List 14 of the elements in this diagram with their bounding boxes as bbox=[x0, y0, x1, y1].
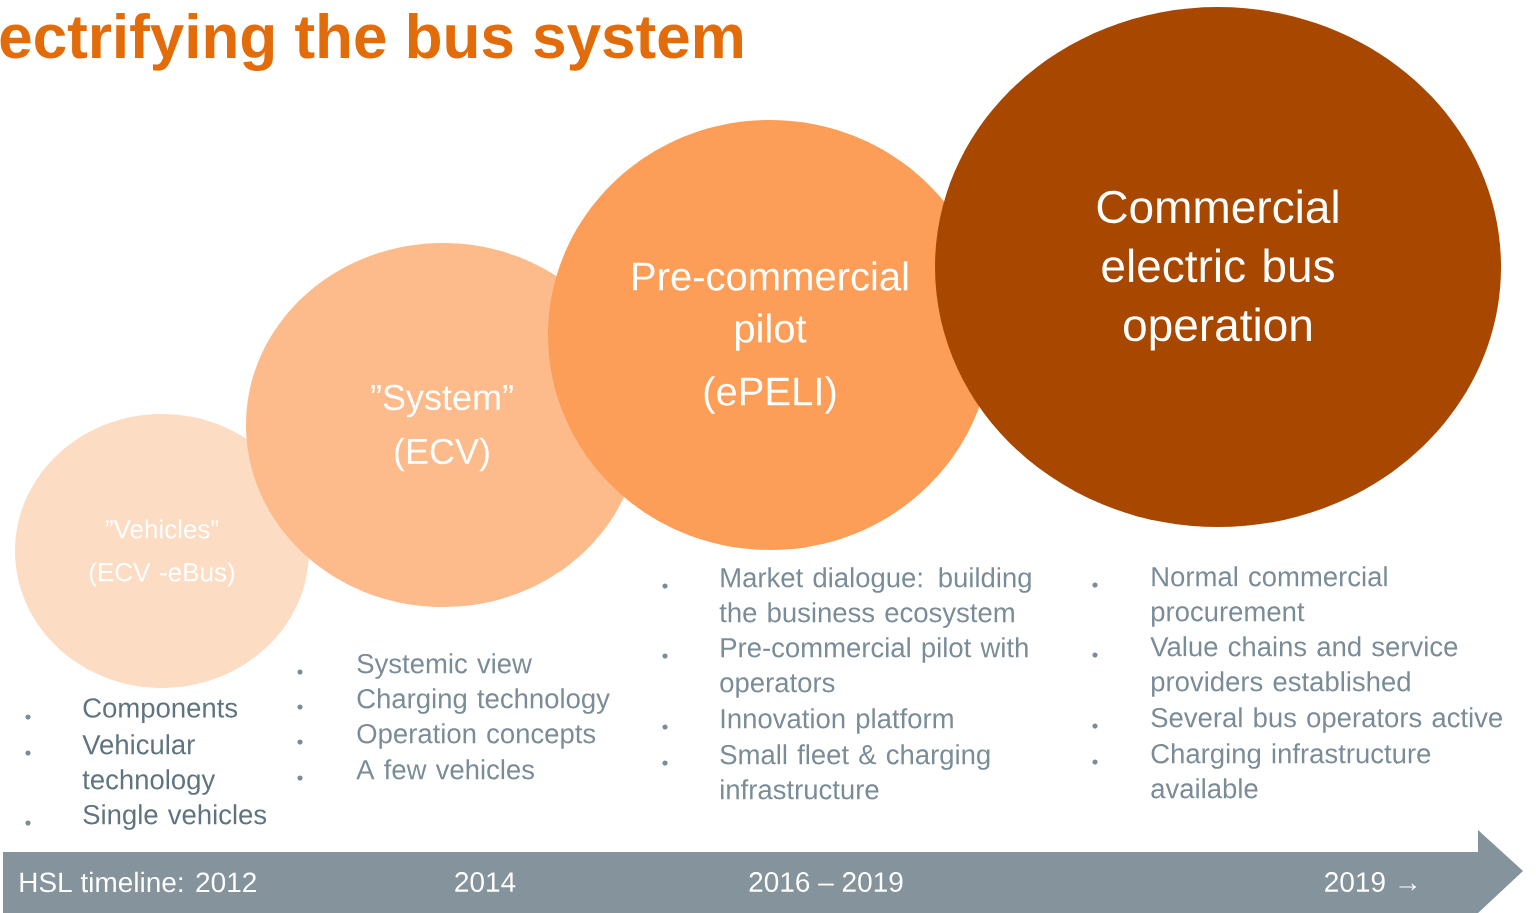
bullet-item: Normal commercial procurement bbox=[1152, 566, 1387, 627]
bullet-item: Systemic view bbox=[357, 653, 532, 679]
bullet-item: Small fleet & charging infrastructure bbox=[720, 744, 990, 800]
bullet-item: Several bus operators active bbox=[1151, 707, 1502, 733]
bullet-item: Innovation platform bbox=[721, 708, 953, 734]
bullet-item: Charging infrastructure available bbox=[1151, 743, 1431, 799]
bullet-item: Pre-commercial pilot with operators bbox=[720, 637, 1028, 698]
title: ectrifying the bus system bbox=[0, 13, 742, 72]
bullet-item: Charging technology bbox=[357, 688, 610, 714]
bullet-item: A few vehicles bbox=[356, 759, 534, 780]
bullet-item: Vehicular technology bbox=[82, 734, 216, 795]
bullet-item: Market dialogue: building the business ecosystem bbox=[719, 567, 1031, 628]
bullet-item: Operation concepts bbox=[357, 723, 596, 749]
bullet-item: Value chains and service providers established bbox=[1150, 636, 1458, 697]
